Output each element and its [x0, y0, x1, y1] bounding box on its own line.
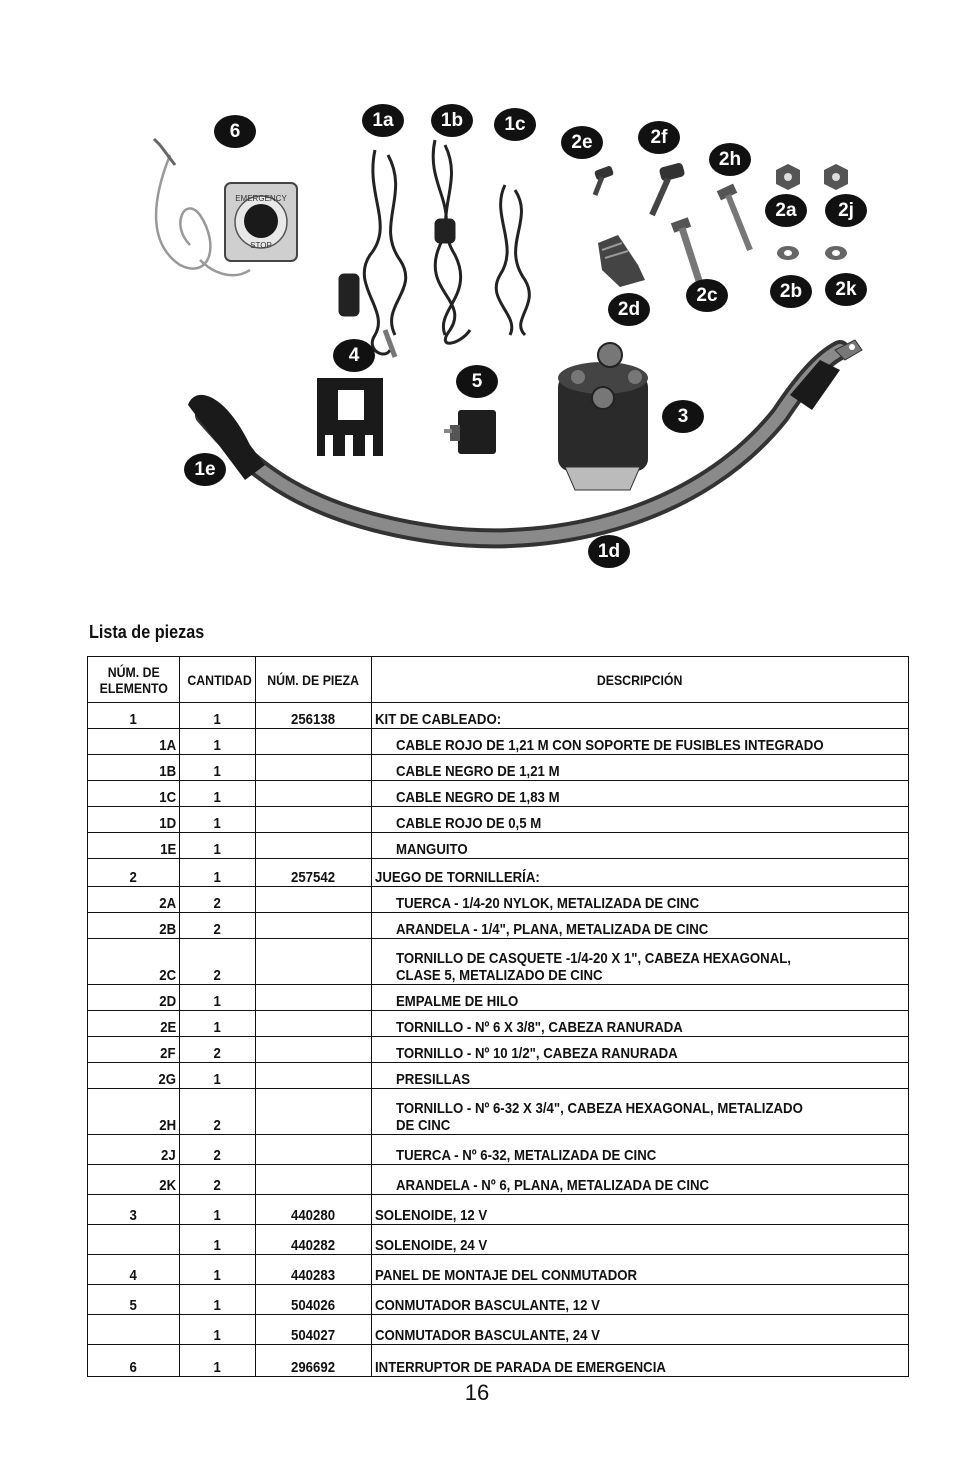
emergency-stop-switch-image: EMERGENCY STOP — [152, 137, 298, 277]
table-row: 2 1 257542 JUEGO DE TORNILLERÍA: — [87, 858, 909, 887]
table-row: 1 504027 CONMUTADOR BASCULANTE, 24 V — [87, 1314, 909, 1345]
callout-2k: 2k — [825, 273, 867, 306]
table-row: 2B 2 ARANDELA - 1/4", PLANA, METALIZADA … — [87, 912, 909, 939]
table-row: 1D 1 CABLE ROJO DE 0,5 M — [87, 806, 909, 833]
table-row: 2H 2 TORNILLO - Nº 6-32 X 3/4", CABEZA H… — [87, 1088, 909, 1135]
callout-2d: 2d — [608, 293, 650, 326]
stop-switch-label-top: EMERGENCY — [235, 194, 287, 203]
callout-3: 3 — [662, 400, 704, 433]
table-row: 2A 2 TUERCA - 1/4-20 NYLOK, METALIZADA D… — [87, 886, 909, 913]
table-row: 1C 1 CABLE NEGRO DE 1,83 M — [87, 780, 909, 807]
table-row: 1E 1 MANGUITO — [87, 832, 909, 859]
parts-list-title: Lista de piezas — [89, 622, 205, 642]
table-row: 2J 2 TUERCA - Nº 6-32, METALIZADA DE CIN… — [87, 1134, 909, 1165]
table-row: 2G 1 PRESILLAS — [87, 1062, 909, 1089]
callout-2j: 2j — [825, 194, 867, 227]
wire-splice-image — [598, 235, 645, 287]
stop-switch-label-bottom: STOP — [250, 241, 272, 250]
header-part-number: NÚM. DE PIEZA — [255, 656, 372, 703]
mounting-panel-image — [317, 378, 383, 456]
parts-photo: EMERGENCY STOP — [140, 95, 870, 585]
screws-image — [592, 163, 753, 292]
callout-2f: 2f — [638, 121, 680, 154]
callout-2b: 2b — [770, 275, 812, 308]
table-row: 4 1 440283 PANEL DE MONTAJE DEL CONMUTAD… — [87, 1254, 909, 1285]
callout-1b: 1b — [431, 104, 473, 137]
callout-1e: 1e — [184, 453, 226, 486]
table-row: 1 440282 SOLENOIDE, 24 V — [87, 1224, 909, 1255]
table-row: 1 1 256138 KIT DE CABLEADO: — [87, 702, 909, 729]
header-description: DESCRIPCIÓN — [371, 656, 909, 703]
callout-2e: 2e — [561, 126, 603, 159]
table-row: 2C 2 TORNILLO DE CASQUETE -1/4-20 X 1", … — [87, 938, 909, 985]
table-row: 5 1 504026 CONMUTADOR BASCULANTE, 12 V — [87, 1284, 909, 1315]
table-row: 2E 1 TORNILLO - Nº 6 X 3/8", CABEZA RANU… — [87, 1010, 909, 1037]
table-row: 3 1 440280 SOLENOIDE, 12 V — [87, 1194, 909, 1225]
solenoid-image — [558, 342, 648, 491]
callout-2c: 2c — [686, 279, 728, 312]
parts-illustration: EMERGENCY STOP — [152, 137, 863, 549]
callout-1d: 1d — [588, 535, 630, 568]
callout-1c: 1c — [494, 108, 536, 141]
red-cable-image — [188, 339, 863, 549]
callout-5: 5 — [456, 365, 498, 398]
nuts-washers-image — [776, 164, 848, 260]
header-quantity: CANTIDAD — [179, 656, 256, 703]
table-row: 1A 1 CABLE ROJO DE 1,21 M CON SOPORTE DE… — [87, 728, 909, 755]
callout-2h: 2h — [709, 143, 751, 176]
table-row: 6 1 296692 INTERRUPTOR DE PARADA DE EMER… — [87, 1344, 909, 1377]
wire-bundles-image — [338, 139, 531, 358]
callout-1a: 1a — [362, 104, 404, 137]
table-row: 1B 1 CABLE NEGRO DE 1,21 M — [87, 754, 909, 781]
table-row: 2K 2 ARANDELA - Nº 6, PLANA, METALIZADA … — [87, 1164, 909, 1195]
callout-4: 4 — [333, 339, 375, 372]
callout-6: 6 — [214, 115, 256, 148]
table-row: 2F 2 TORNILLO - Nº 10 1/2", CABEZA RANUR… — [87, 1036, 909, 1063]
page-number: 16 — [464, 1380, 490, 1405]
table-row: 2D 1 EMPALME DE HILO — [87, 984, 909, 1011]
rocker-switch-image — [444, 410, 496, 454]
callout-2a: 2a — [765, 194, 807, 227]
